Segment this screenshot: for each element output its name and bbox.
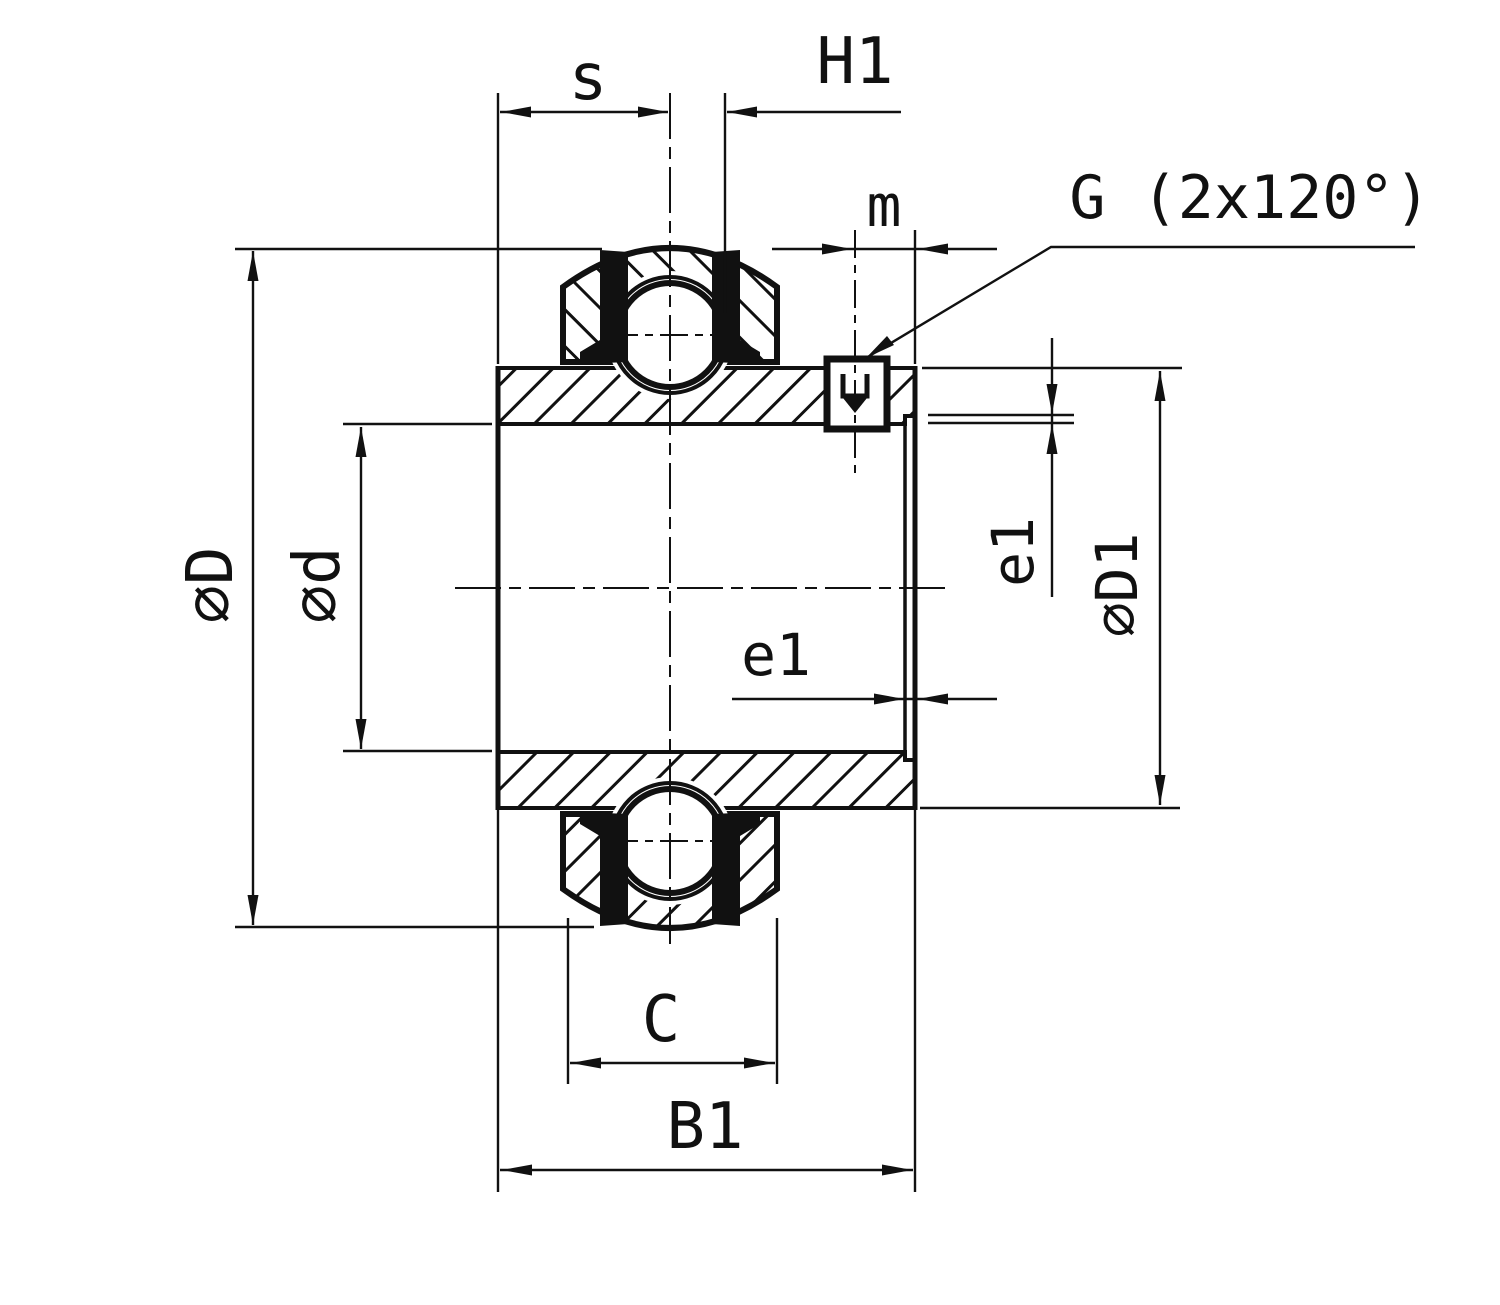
arrow-d1-down bbox=[1154, 775, 1166, 805]
label-c: C bbox=[642, 983, 681, 1057]
dimension-lines bbox=[235, 93, 1415, 1192]
arrow-m-right bbox=[918, 243, 948, 255]
arrow-e1-face-right bbox=[874, 693, 904, 705]
label-s: s bbox=[569, 41, 608, 115]
label-m: m bbox=[867, 172, 902, 240]
label-dia-outer: ⌀D bbox=[174, 546, 248, 623]
label-dia-bore: ⌀d bbox=[281, 546, 355, 623]
arrow-e1-face-left bbox=[918, 693, 948, 705]
arrow-c-left bbox=[571, 1057, 601, 1069]
arrow-c-right bbox=[744, 1057, 774, 1069]
arrow-g-leader bbox=[866, 336, 894, 358]
arrow-b1-right bbox=[882, 1164, 912, 1176]
arrow-d1-up bbox=[1154, 371, 1166, 401]
label-e1-side: e1 bbox=[979, 517, 1047, 587]
arrow-s-right bbox=[638, 106, 668, 118]
arrow-dia-outer-down bbox=[247, 895, 259, 925]
arrow-bore-up bbox=[355, 427, 367, 457]
centerlines bbox=[455, 93, 950, 944]
arrow-m-left bbox=[822, 243, 852, 255]
label-b1: B1 bbox=[666, 1090, 743, 1164]
arrow-b1-left bbox=[502, 1164, 532, 1176]
arrow-s-left bbox=[501, 106, 531, 118]
label-e1-face: e1 bbox=[741, 621, 811, 689]
leader-g bbox=[865, 245, 1415, 360]
label-g: G (2x120°) bbox=[1069, 163, 1430, 233]
arrow-e1-side-down bbox=[1046, 384, 1058, 414]
label-h1: H1 bbox=[816, 25, 893, 99]
label-dia-inner-od: ⌀D1 bbox=[1083, 533, 1151, 638]
dimension-arrowheads bbox=[247, 106, 1166, 1176]
dimension-labels: s H1 m G (2x120°) ⌀D ⌀d e1 ⌀D1 e1 C B1 bbox=[174, 25, 1431, 1164]
set-screw bbox=[823, 354, 891, 434]
arrow-bore-down bbox=[355, 719, 367, 749]
arrow-h1-left bbox=[727, 106, 757, 118]
arrow-e1-side-up bbox=[1046, 424, 1058, 454]
arrow-dia-outer-up bbox=[247, 251, 259, 281]
